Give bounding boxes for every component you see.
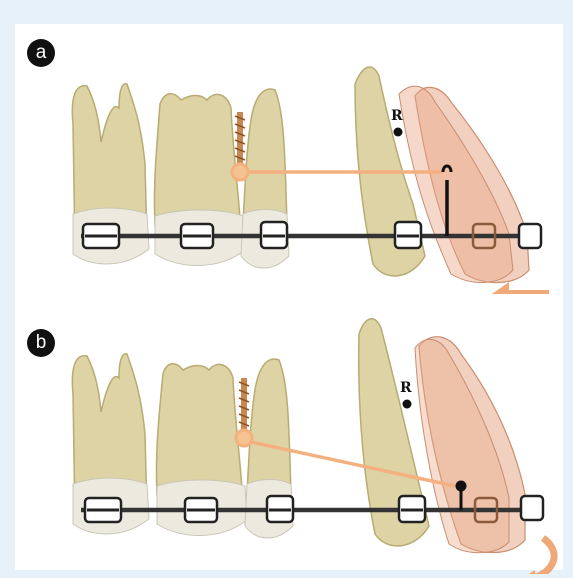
mini-screw-icon	[236, 378, 252, 446]
arrow-left-icon	[489, 282, 549, 294]
center-of-resistance	[394, 128, 403, 137]
bracket-icon	[85, 498, 121, 522]
panel-b-illustration	[15, 294, 563, 574]
bracket-icon	[185, 498, 217, 522]
bracket-icon	[521, 496, 543, 520]
center-of-resistance	[403, 400, 412, 409]
bracket-icon	[399, 496, 425, 522]
rotation-arrow-icon	[517, 538, 554, 574]
mini-screw-icon	[232, 112, 248, 180]
bracket-icon	[519, 224, 541, 248]
resistance-center-label: R	[391, 108, 403, 124]
bracket-icon	[181, 224, 213, 248]
incisor-tooth-moved	[415, 337, 525, 553]
panel-label-a: a	[27, 39, 55, 67]
bracket-icon	[395, 222, 421, 248]
resistance-center-label: R	[400, 380, 412, 396]
bracket-icon	[267, 496, 293, 522]
bracket-icon	[261, 222, 287, 248]
panel-a-illustration	[15, 24, 563, 294]
panel-label-b: b	[27, 329, 55, 357]
figure: a R b R	[15, 24, 563, 570]
bracket-icon	[83, 224, 119, 248]
